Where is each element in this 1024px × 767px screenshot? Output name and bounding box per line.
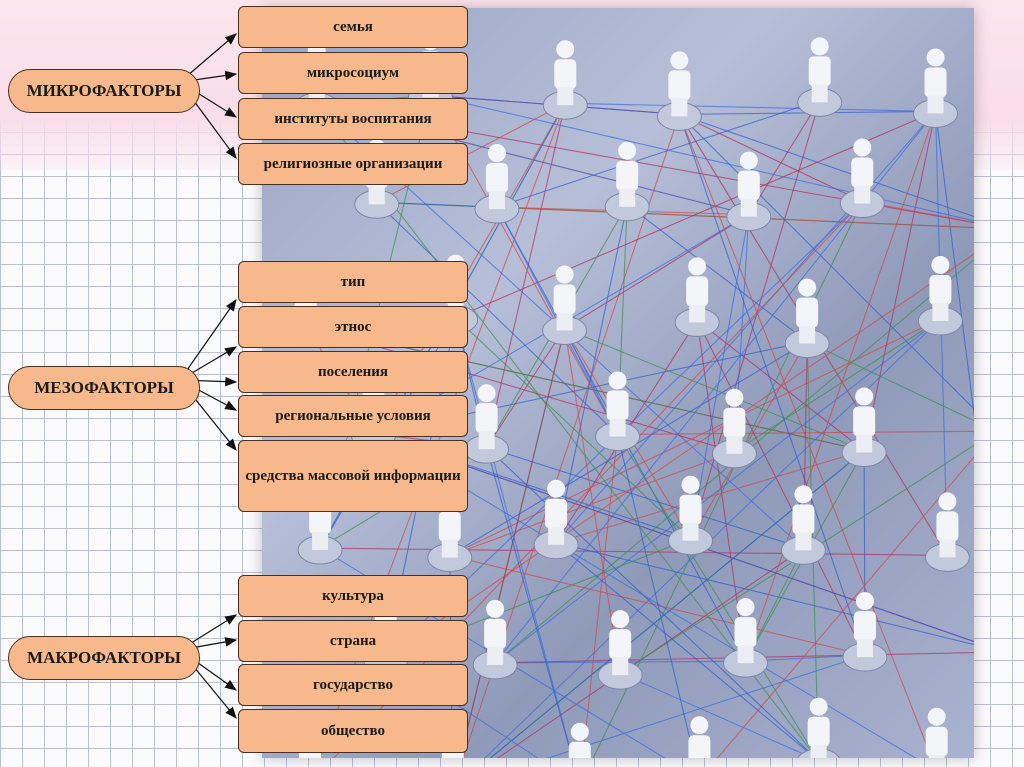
factor-box-ethnos: этнос [238,306,468,348]
network-link [862,200,974,223]
macrofactors-label: МАКРОФАКТОРЫ [8,636,200,680]
person-figure [711,388,757,469]
network-link [619,672,814,758]
factor-box-state: государство [238,664,468,706]
network-link [455,317,573,758]
network-link [486,103,566,448]
network-link [689,214,750,539]
person-figure [597,610,643,690]
network-link [496,99,820,208]
network-link [486,447,573,758]
person-figure [542,40,588,120]
network-link [626,204,808,343]
factor-box-family: семья [238,6,468,48]
factor-box-society: общество [238,709,468,753]
person-figure [674,257,720,337]
network-link [564,328,621,674]
person-figure [464,384,510,464]
network-link [385,253,974,659]
network-link [679,113,863,202]
person-figure [784,278,830,359]
person-figure [797,697,840,758]
factor-box-regional-conditions: региональные условия [238,395,468,437]
network-link [716,456,974,758]
factor-box-settlements: поселения [238,351,468,393]
network-link [863,111,937,451]
person-figure [542,265,588,346]
network-link [679,113,974,218]
person-figure [668,475,714,556]
network-link [449,555,866,656]
network-link [617,434,818,758]
factor-box-country: страна [238,620,468,662]
network-link [690,341,808,539]
network-link [555,542,974,646]
person-figure [797,37,843,117]
network-link [376,201,618,435]
network-link [486,446,817,758]
network-link [617,430,974,436]
factor-box-microsociety: микросоциум [238,52,468,94]
person-figure [723,598,769,678]
microfactors-label: МИКРОФАКТОРЫ [8,69,200,113]
person-figure [595,371,641,452]
network-link [564,214,750,329]
factor-box-religious-organizations: религиозные организации [238,143,468,185]
person-figure [474,144,520,224]
network-link [745,111,937,662]
network-link [449,451,735,557]
network-link [486,328,566,448]
network-link [430,94,974,222]
person-figure [568,722,591,758]
network-link [806,341,974,422]
person-figure [472,599,518,680]
network-link [494,318,941,664]
mesofactors-label: МЕЗОФАКТОРЫ [8,366,200,410]
person-figure [917,255,963,336]
factor-box-educational-institutions: институты воспитания [238,98,468,140]
network-link [689,100,821,539]
network-link [449,318,941,557]
factor-box-type: тип [238,261,468,303]
person-figure [533,479,579,560]
network-link [486,446,804,549]
factor-box-mass-media: средства массовой информации [238,440,468,512]
person-figure [841,387,887,468]
person-figure [656,51,702,131]
person-figure [780,485,826,565]
network-link [546,654,866,758]
person-figure [839,138,885,219]
person-figure [924,492,970,572]
network-link [696,320,866,656]
person-figure [913,48,959,128]
person-figure [842,592,888,672]
network-link [678,114,933,758]
person-figure [726,151,772,232]
factor-box-culture: культура [238,575,468,617]
network-link [678,113,974,410]
network-link [555,542,817,758]
network-link [455,317,691,540]
person-figure [604,141,650,222]
person-figure [925,707,948,758]
network-link [320,547,948,556]
network-link [564,328,865,452]
network-link [617,434,695,758]
connector-arrow [179,299,237,381]
person-figure [688,716,711,758]
network-link [565,102,936,112]
network-link [678,114,866,656]
network-link [934,111,974,419]
